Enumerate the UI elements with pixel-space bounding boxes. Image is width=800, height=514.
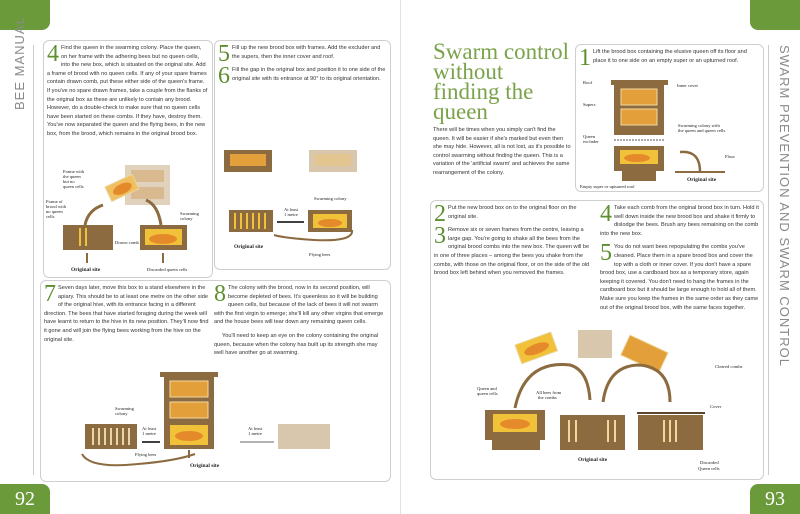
queen-frame-icon [104,173,140,203]
step-1-panel [575,44,764,192]
label-supers: Supers [583,102,596,107]
label-flying-bees: Flying bees [135,452,157,457]
divider [768,45,769,475]
page-title: Swarm control without finding the queen [433,39,570,124]
label-original-site: Original site [578,457,608,463]
label-discarded: Discarded queen cells [147,267,188,272]
intro-text: There will be times when you simply can'… [433,127,571,176]
new-box [63,225,113,250]
label-flying-bees: Flying bees [309,252,331,257]
moved-box [278,424,330,449]
page-number: 92 [0,484,50,514]
label-roof: Roof [583,80,593,85]
comb-with-bees-icon [514,331,559,365]
page-number: 93 [750,484,800,514]
label-original-site: Original site [234,244,264,250]
step-number: 4 [47,41,59,67]
label-original-site: Original site [687,177,717,183]
label-floor: Floor [725,154,735,159]
corner-tab [750,0,800,30]
step-text: Find the queen in the swarming colony. P… [47,45,208,137]
corner-tab [0,0,50,30]
running-head: SWARM PREVENTION AND SWARM CONTROL [777,45,792,367]
label-inner-cover: Inner cover [677,83,699,88]
label-cleared-combs: Cleared combs [715,364,743,369]
label-original-site: Original site [71,267,101,273]
title-block: Swarm control without finding the queen … [433,39,573,178]
label-original-site: Original site [190,463,220,469]
label-drawn-comb: Drawn comb [115,240,140,245]
label-empty-super: Empty super or upturned roof [580,184,635,189]
running-head: BEE MANUAL [12,16,27,110]
label-cover: Cover [710,404,722,409]
divider [33,45,34,475]
label-swarming-colony: Swarming colony [314,196,347,201]
